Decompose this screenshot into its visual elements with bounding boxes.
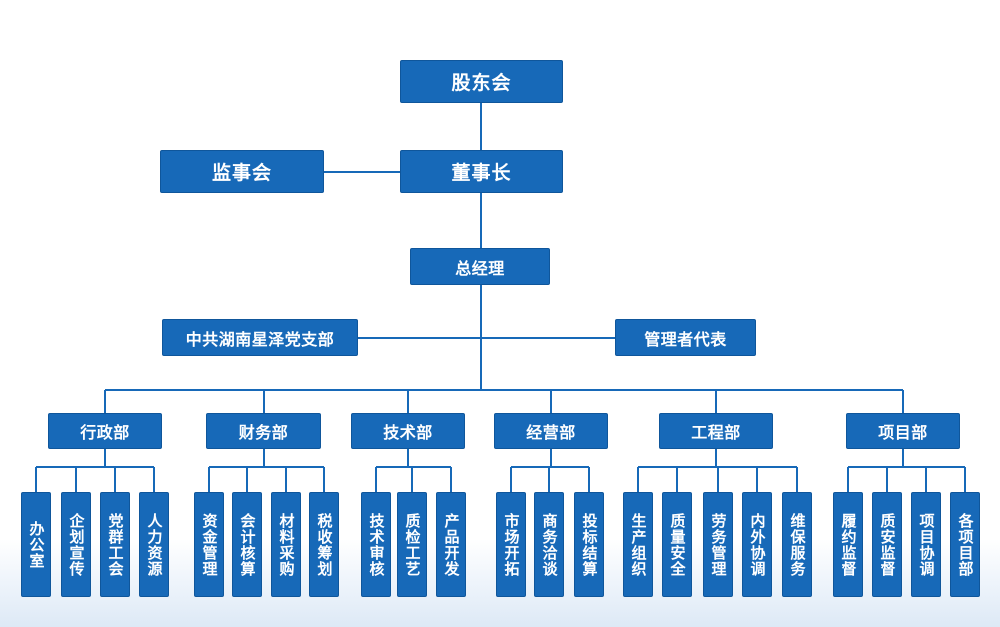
- subunit-box: 质量安全: [662, 492, 692, 597]
- subunit-box: 技术审核: [361, 492, 391, 597]
- subunit-box: 维保服务: [782, 492, 812, 597]
- subunit-box: 各项目部: [950, 492, 980, 597]
- chairman-box: 董事长: [400, 150, 563, 193]
- department-admin-box: 行政部: [48, 413, 162, 449]
- supervisors-box: 监事会: [160, 150, 324, 193]
- shareholders-box: 股东会: [400, 60, 563, 103]
- subunit-box: 人力资源: [139, 492, 169, 597]
- subunit-box: 企划宣传: [61, 492, 91, 597]
- subunit-box: 市场开拓: [496, 492, 526, 597]
- department-engineering-box: 工程部: [659, 413, 773, 449]
- subunit-box: 会计核算: [232, 492, 262, 597]
- subunit-box: 办公室: [21, 492, 51, 597]
- general-manager-box: 总经理: [410, 248, 550, 285]
- subunit-box: 税收筹划: [309, 492, 339, 597]
- subunit-box: 材料采购: [271, 492, 301, 597]
- department-technology-box: 技术部: [351, 413, 465, 449]
- subunit-box: 劳务管理: [703, 492, 733, 597]
- party-branch-box: 中共湖南星泽党支部: [162, 319, 358, 356]
- subunit-box: 产品开发: [436, 492, 466, 597]
- department-project-box: 项目部: [846, 413, 960, 449]
- subunit-box: 内外协调: [742, 492, 772, 597]
- subunit-box: 党群工会: [100, 492, 130, 597]
- management-rep-box: 管理者代表: [615, 319, 756, 356]
- subunit-box: 投标结算: [574, 492, 604, 597]
- subunit-box: 项目协调: [911, 492, 941, 597]
- department-business-box: 经营部: [494, 413, 608, 449]
- subunit-box: 生产组织: [623, 492, 653, 597]
- subunit-box: 商务洽谈: [534, 492, 564, 597]
- subunit-box: 履约监督: [833, 492, 863, 597]
- subunit-box: 资金管理: [194, 492, 224, 597]
- department-finance-box: 财务部: [206, 413, 321, 449]
- subunit-box: 质检工艺: [397, 492, 427, 597]
- subunit-box: 质安监督: [872, 492, 902, 597]
